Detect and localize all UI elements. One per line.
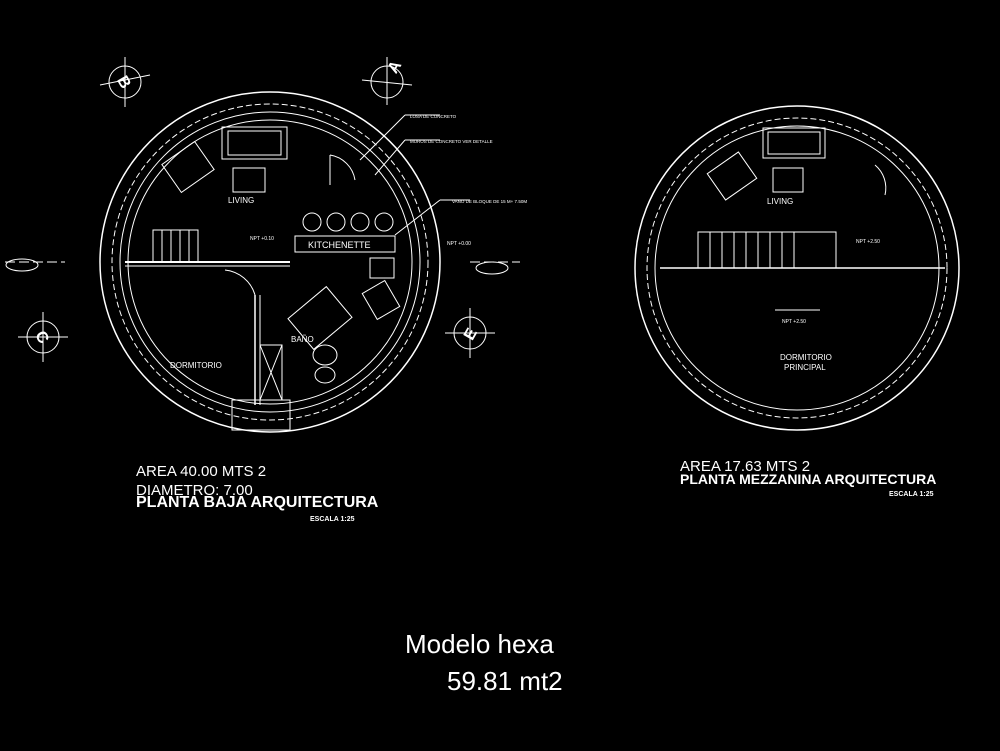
note-muros: MUROS DE CONCRETO VER DETALLE: [410, 139, 493, 144]
room-kitchenette: KITCHENETTE: [308, 240, 371, 250]
mz-room-principal: PRINCIPAL: [784, 363, 826, 372]
mz-railing: [697, 231, 837, 269]
stool-1: [302, 212, 322, 232]
mz-outer-wall: [634, 105, 960, 431]
model-area: 59.81 mt2: [447, 666, 563, 696]
axis-b: [99, 57, 151, 107]
mz-door-swing: [874, 164, 887, 196]
room-dormitorio: DORMITORIO: [170, 361, 222, 370]
sofa: [221, 126, 288, 160]
mz-room-living: LIVING: [767, 197, 793, 206]
armchair: [161, 140, 215, 194]
stool-4: [374, 212, 394, 232]
area-text: AREA 40.00 MTS 2: [136, 463, 266, 480]
mz-armchair: [706, 151, 758, 201]
shower: [314, 366, 336, 384]
stool-2: [326, 212, 346, 232]
door-swing-entry: [329, 154, 356, 181]
outer-wall: [99, 91, 441, 433]
leader-muros: [374, 139, 406, 176]
note-losa: LOSA DE CONCRETO: [410, 114, 457, 119]
wall-hatch-outer: [111, 103, 429, 421]
mz-note-npt-2: NPT +2.50: [782, 319, 806, 325]
mz-area-text: AREA 17.63 MTS 2: [680, 458, 810, 475]
ground-floor-labels: A B C E LIVING KITCHENETTE BAÑO DORMITOR…: [31, 58, 527, 523]
entry-step: [231, 399, 291, 431]
stove: [369, 257, 395, 279]
mz-note-npt-1: NPT +2.50: [856, 239, 880, 245]
bath-vanity: [287, 285, 353, 351]
room-bano: BAÑO: [291, 335, 314, 344]
escala-mezzanina: ESCALA 1:25: [889, 491, 934, 498]
mezzanine-floor-plan: [634, 105, 960, 431]
toilet: [312, 344, 338, 366]
coffee-table: [232, 167, 266, 193]
leader-losa: [359, 114, 406, 161]
diametro-text: DIAMETRO: 7.00: [136, 482, 253, 499]
wall-hatch-mid: [119, 111, 421, 413]
axis-c: [18, 312, 68, 362]
escala-baja: ESCALA 1:25: [310, 516, 355, 523]
mz-table: [772, 167, 804, 193]
sink: [361, 279, 401, 321]
note-npt-2: NPT +0.00: [447, 241, 471, 247]
axis-e: [445, 308, 495, 358]
plan-title-mezzanina: PLANTA MEZZANINA ARQUITECTURA: [680, 471, 936, 487]
mz-room-dormitorio: DORMITORIO: [780, 353, 832, 362]
ground-floor-plan: [5, 57, 520, 433]
axis-a: [361, 57, 413, 105]
mz-wall-hatch: [646, 117, 948, 419]
axis-c-label: C: [31, 328, 52, 347]
stair: [152, 229, 199, 263]
axis-b-label: B: [113, 73, 134, 92]
leader-vano: [394, 199, 441, 236]
axis-e-label: E: [461, 325, 481, 343]
door-swing-dorm: [224, 269, 256, 296]
mezzanine-labels: LIVING DORMITORIO PRINCIPAL NPT +2.50 NP…: [680, 197, 936, 498]
note-vano: VANO DE BLOQUE DE 15 M+ 7.50M: [452, 199, 527, 204]
mz-sofa: [762, 127, 826, 159]
plan-title-baja: PLANTA BAJA ARQUITECTURA: [136, 494, 379, 511]
axis-a-label: A: [385, 58, 406, 77]
section-marker-left: [5, 258, 65, 272]
kitchen-counter: [294, 235, 396, 253]
section-marker-right: [470, 261, 520, 275]
note-npt-1: NPT +0.10: [250, 236, 274, 242]
room-living: LIVING: [228, 196, 254, 205]
model-name: Modelo hexa: [405, 629, 554, 659]
stool-3: [350, 212, 370, 232]
